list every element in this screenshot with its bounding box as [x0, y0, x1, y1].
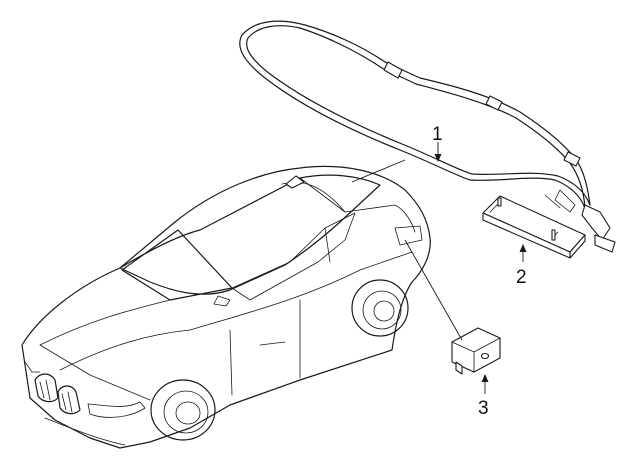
car-illustration [21, 165, 431, 449]
callout-3-label: 3 [478, 398, 489, 419]
callout-1-label: 1 [432, 124, 443, 145]
leader-lines [351, 142, 527, 394]
antenna-module [482, 195, 586, 259]
callout-2-label: 2 [516, 267, 527, 288]
sensor-unit [451, 327, 501, 375]
antenna-cable [239, 20, 616, 253]
